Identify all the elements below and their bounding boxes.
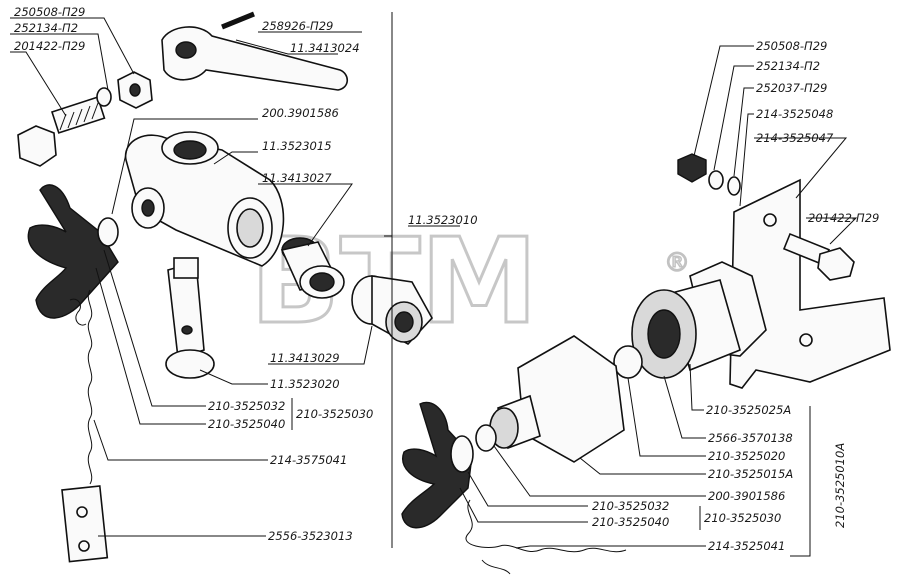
label-valve-plug: 11.3523020: [270, 377, 340, 391]
label-plate: 2556-3523013: [268, 529, 353, 543]
label-plug-200: 200.3901586: [262, 106, 339, 120]
fitting-right: [631, 261, 767, 379]
chain-right: [465, 499, 627, 575]
label-bushing: 11.3413027: [262, 171, 332, 185]
washer-left: [96, 87, 112, 107]
label-hex-head: 210-3525015А: [708, 467, 793, 481]
right-assembly: [401, 153, 891, 575]
label-top-left-bolt: 201422-П29: [14, 39, 85, 53]
bushing: [280, 237, 345, 299]
label-cap-left-group: 210-3525030: [296, 407, 373, 421]
ball: [613, 345, 643, 379]
label-cap-left-1: 210-3525032: [208, 399, 285, 413]
label-valve-assembly: 11.3523010: [408, 213, 478, 227]
label-bracket-b: 214-3525047: [756, 131, 834, 145]
label-gasket: 2566-3570138: [708, 431, 793, 445]
label-chain-left: 214-3575041: [270, 453, 347, 467]
label-pin: 258926-П29: [262, 19, 333, 33]
bolt-right: [782, 232, 855, 281]
plate-left: [61, 485, 109, 563]
left-assembly: [17, 11, 433, 563]
label-right-nut: 250508-П29: [756, 39, 827, 53]
valve-plug: [165, 257, 215, 379]
chain-left: [69, 289, 93, 485]
bolt-left: [17, 96, 106, 167]
watermark-registered: ®: [664, 248, 690, 278]
label-chain-right: 214-3525041: [708, 539, 785, 553]
adapter: [351, 275, 433, 346]
label-cap-right-2: 210-3525040: [592, 515, 669, 529]
label-bracket-a: 214-3525048: [756, 107, 833, 121]
spring-washer-right: [727, 176, 741, 196]
lever: [161, 26, 349, 91]
washer-right: [708, 170, 724, 190]
hex-head: [489, 335, 625, 463]
wing-cap-left: [27, 184, 119, 319]
plug-right: [475, 424, 497, 452]
label-plug-right: 200-3901586: [708, 489, 785, 503]
label-adapter-right: 210-3525020: [708, 449, 785, 463]
label-right-bolt: 201422-П29: [808, 211, 879, 225]
label-fitting: 210-3525025А: [706, 403, 791, 417]
label-right-washer: 252134-П2: [756, 59, 820, 73]
label-cap-right-group: 210-3525030: [704, 511, 781, 525]
wing-cap-right: [401, 401, 474, 529]
label-right-spring-washer: 252037-П29: [756, 81, 827, 95]
label-right-assembly: 210-3525010А: [833, 443, 847, 528]
label-adapter: 11.3413029: [270, 351, 340, 365]
valve-body: [124, 131, 285, 267]
label-top-left-washer: 252134-П2: [14, 21, 78, 35]
label-lever: 11.3413024: [290, 41, 360, 55]
nut-right: [677, 153, 707, 183]
label-cap-left-2: 210-3525040: [208, 417, 285, 431]
leader-lines: [10, 12, 858, 557]
label-cap-right-1: 210-3525032: [592, 499, 669, 513]
label-valve-body: 11.3523015: [262, 139, 332, 153]
part-labels: 250508-П29 252134-П2 201422-П29 258926-П…: [14, 5, 879, 553]
label-top-left-nut: 250508-П29: [14, 5, 85, 19]
